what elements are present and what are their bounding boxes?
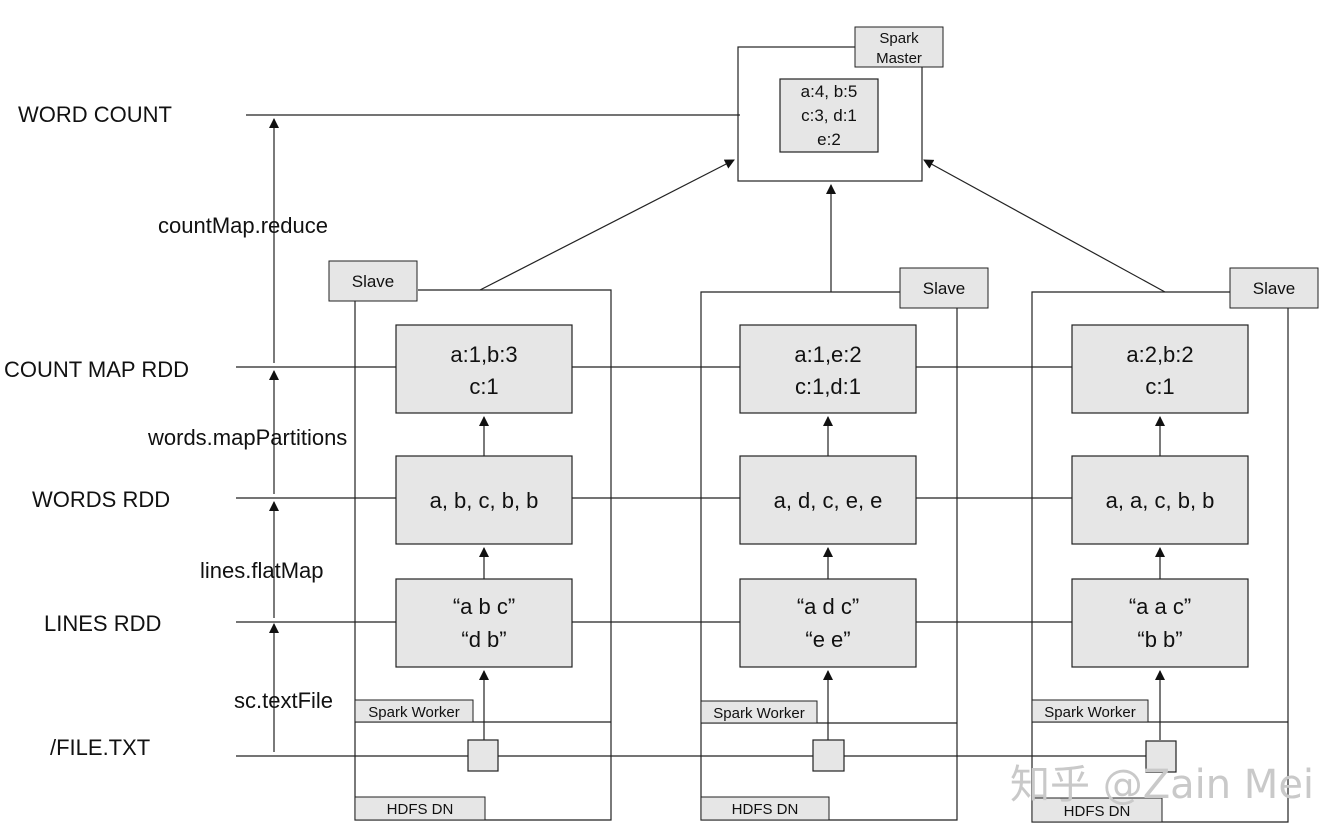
hdfs-dn-label: HDFS DN [387, 801, 454, 818]
lines-rdd-label: LINES RDD [44, 611, 161, 636]
spark-worker-label: Spark Worker [1044, 704, 1135, 721]
words-box [1071, 455, 1249, 545]
count-map-line2: c:1,d:1 [795, 374, 861, 399]
slave-node-2: Slave a:1,e:2 c:1,d:1 a, d, c, e, e “a d… [700, 267, 989, 821]
words-text: a, d, c, e, e [774, 488, 883, 513]
slave-label: Slave [1253, 279, 1296, 298]
spark-worker-label: Spark Worker [368, 704, 459, 721]
count-map-box [395, 324, 573, 414]
master-result-line3: e:2 [817, 130, 841, 149]
slave-tag [899, 267, 989, 309]
count-map-line1: a:1,b:3 [450, 342, 517, 367]
words-box [739, 455, 917, 545]
count-map-box [1071, 324, 1249, 414]
spark-master-label-line2: Master [876, 50, 922, 67]
hdfs-block [812, 739, 845, 772]
hdfs-dn-tag [1031, 797, 1163, 823]
level-lines [236, 114, 1146, 757]
master-result-line1: a:4, b:5 [801, 82, 858, 101]
hdfs-block [1145, 740, 1177, 773]
lines-box [739, 578, 917, 668]
operation-labels: countMap.reduce words.mapPartitions line… [147, 213, 347, 713]
slave-tag [1229, 267, 1319, 309]
master-arrows [479, 159, 1166, 293]
count-map-rdd-label: COUNT MAP RDD [4, 357, 189, 382]
map-partitions-label: words.mapPartitions [147, 425, 347, 450]
words-text: a, b, c, b, b [430, 488, 539, 513]
spark-master: Spark Master a:4, b:5 c:3, d:1 e:2 [737, 26, 944, 182]
words-box [395, 455, 573, 545]
count-map-line2: c:1 [1145, 374, 1174, 399]
slave-node-3: Slave a:2,b:2 c:1 a, a, c, b, b “a a c” … [1031, 267, 1319, 823]
word-count-label: WORD COUNT [18, 102, 172, 127]
slave-node-1: Slave a:1,b:3 c:1 a, b, c, b, b “a b c” … [328, 260, 612, 821]
lines-line1: “a a c” [1129, 594, 1191, 619]
spark-master-label-line1: Spark [879, 30, 919, 47]
level-labels: WORD COUNT COUNT MAP RDD WORDS RDD LINES… [4, 102, 189, 760]
spark-master-tag [854, 26, 944, 68]
spark-worker-tag [700, 700, 818, 724]
slave-label: Slave [352, 272, 395, 291]
count-map-line2: c:1 [469, 374, 498, 399]
hdfs-dn-tag [354, 796, 486, 821]
lines-line2: “b b” [1137, 627, 1182, 652]
hdfs-dn-label: HDFS DN [1064, 803, 1131, 820]
hdfs-block [467, 739, 499, 772]
hdfs-dn-label: HDFS DN [732, 801, 799, 818]
lines-line2: “d b” [461, 627, 506, 652]
master-result-box [779, 78, 879, 153]
spark-worker-tag [354, 699, 474, 723]
count-map-line1: a:1,e:2 [794, 342, 861, 367]
lines-box [395, 578, 573, 668]
reduce-label: countMap.reduce [158, 213, 328, 238]
watermark: 知乎 @Zain Mei [1010, 762, 1314, 808]
lines-line2: “e e” [805, 627, 850, 652]
file-txt-label: /FILE.TXT [50, 735, 150, 760]
words-text: a, a, c, b, b [1106, 488, 1215, 513]
spark-worker-label: Spark Worker [713, 705, 804, 722]
text-file-label: sc.textFile [234, 688, 333, 713]
count-map-box [739, 324, 917, 414]
spark-worker-tag [1031, 699, 1149, 723]
words-rdd-label: WORDS RDD [32, 487, 170, 512]
lines-line1: “a b c” [453, 594, 515, 619]
lines-line1: “a d c” [797, 594, 859, 619]
master-result-line2: c:3, d:1 [801, 106, 857, 125]
lines-box [1071, 578, 1249, 668]
slave-tag [328, 260, 418, 302]
hdfs-dn-tag [700, 796, 830, 821]
slave-label: Slave [923, 279, 966, 298]
count-map-line1: a:2,b:2 [1126, 342, 1193, 367]
flat-map-label: lines.flatMap [200, 558, 324, 583]
